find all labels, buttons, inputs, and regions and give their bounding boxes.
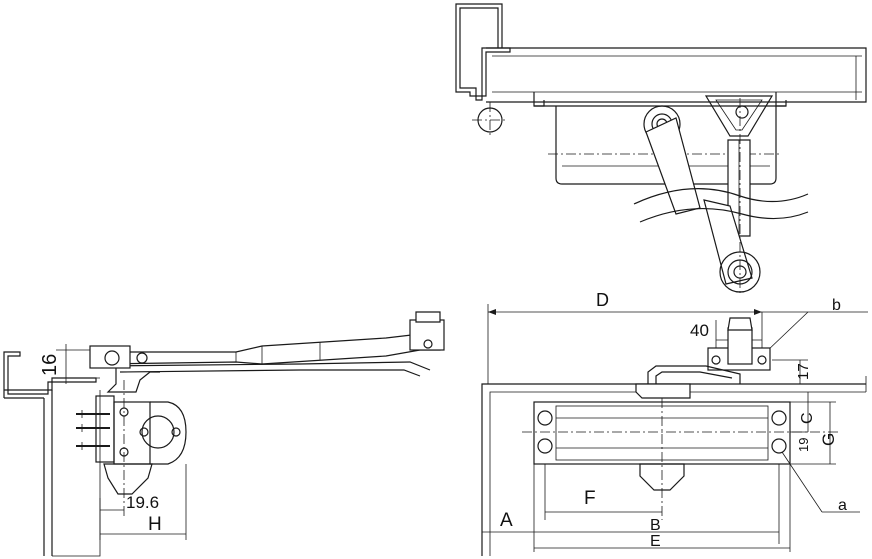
top-view bbox=[455, 3, 867, 296]
front-bracket-hole bbox=[757, 355, 767, 365]
side-body-screw bbox=[171, 427, 181, 437]
label-b: b bbox=[832, 297, 841, 314]
side-body-circle bbox=[141, 415, 175, 449]
label-19-front: 19 bbox=[796, 438, 811, 452]
top-bracket-bolt bbox=[735, 105, 749, 119]
leader-b bbox=[765, 311, 809, 353]
arrow-d-right bbox=[754, 309, 762, 315]
front-screw-hole bbox=[771, 438, 787, 454]
side-valve-cone bbox=[103, 463, 153, 495]
label-19-6: 19.6 bbox=[126, 493, 159, 512]
label-f: F bbox=[584, 488, 596, 509]
label-a-dim: A bbox=[500, 510, 513, 531]
side-arm-lower bbox=[99, 361, 431, 371]
top-lug-right bbox=[775, 92, 787, 107]
label-d: D bbox=[596, 290, 609, 310]
front-frame-inner bbox=[489, 391, 866, 556]
side-frame-profile bbox=[3, 351, 97, 398]
side-stem bbox=[106, 368, 160, 393]
label-a: a bbox=[838, 497, 847, 514]
label-c: C bbox=[799, 412, 816, 424]
front-view: D b 40 17 C bbox=[481, 290, 868, 556]
side-view: 16 bbox=[3, 311, 445, 557]
side-body bbox=[113, 401, 151, 465]
side-arm-end-block bbox=[409, 319, 445, 351]
top-header bbox=[486, 47, 867, 103]
label-b-dim: B bbox=[650, 517, 661, 534]
label-17: 17 bbox=[795, 363, 812, 380]
label-40: 40 bbox=[690, 321, 709, 340]
side-hub bbox=[89, 345, 131, 369]
front-arm-inner bbox=[655, 371, 733, 384]
top-bracket bbox=[704, 95, 774, 137]
top-frame-profile bbox=[455, 3, 511, 101]
break-line-lower bbox=[639, 207, 809, 223]
front-arm-nut bbox=[727, 317, 753, 331]
arrow-d-left bbox=[488, 309, 496, 315]
side-arm-lower-edge bbox=[119, 369, 421, 377]
top-bracket-inner bbox=[715, 99, 763, 131]
side-long-arm bbox=[99, 333, 441, 365]
label-h: H bbox=[148, 514, 162, 535]
front-screw-hole bbox=[537, 410, 553, 426]
front-arm-base bbox=[635, 383, 691, 399]
label-g: G bbox=[819, 433, 838, 446]
break-line-upper bbox=[633, 188, 809, 205]
front-screw-hole bbox=[537, 438, 553, 454]
side-arm-end-pin bbox=[423, 339, 433, 349]
front-arm bbox=[647, 365, 741, 384]
front-bracket-hole bbox=[711, 355, 721, 365]
side-hub-pin-2 bbox=[136, 352, 148, 364]
label-16: 16 bbox=[39, 354, 61, 376]
top-lug-left bbox=[533, 92, 545, 107]
front-screw-hole bbox=[771, 410, 787, 426]
side-arm-end-nut bbox=[415, 311, 441, 323]
side-body-screw bbox=[139, 427, 149, 437]
front-valve-cone bbox=[639, 463, 685, 491]
front-arm-shoe bbox=[727, 327, 753, 365]
label-e: E bbox=[650, 533, 661, 550]
front-body-housing bbox=[555, 405, 769, 461]
front-frame-outline bbox=[481, 383, 866, 556]
side-body-cap bbox=[150, 401, 187, 465]
side-hub-pin bbox=[104, 350, 120, 366]
leader-a bbox=[781, 451, 823, 513]
